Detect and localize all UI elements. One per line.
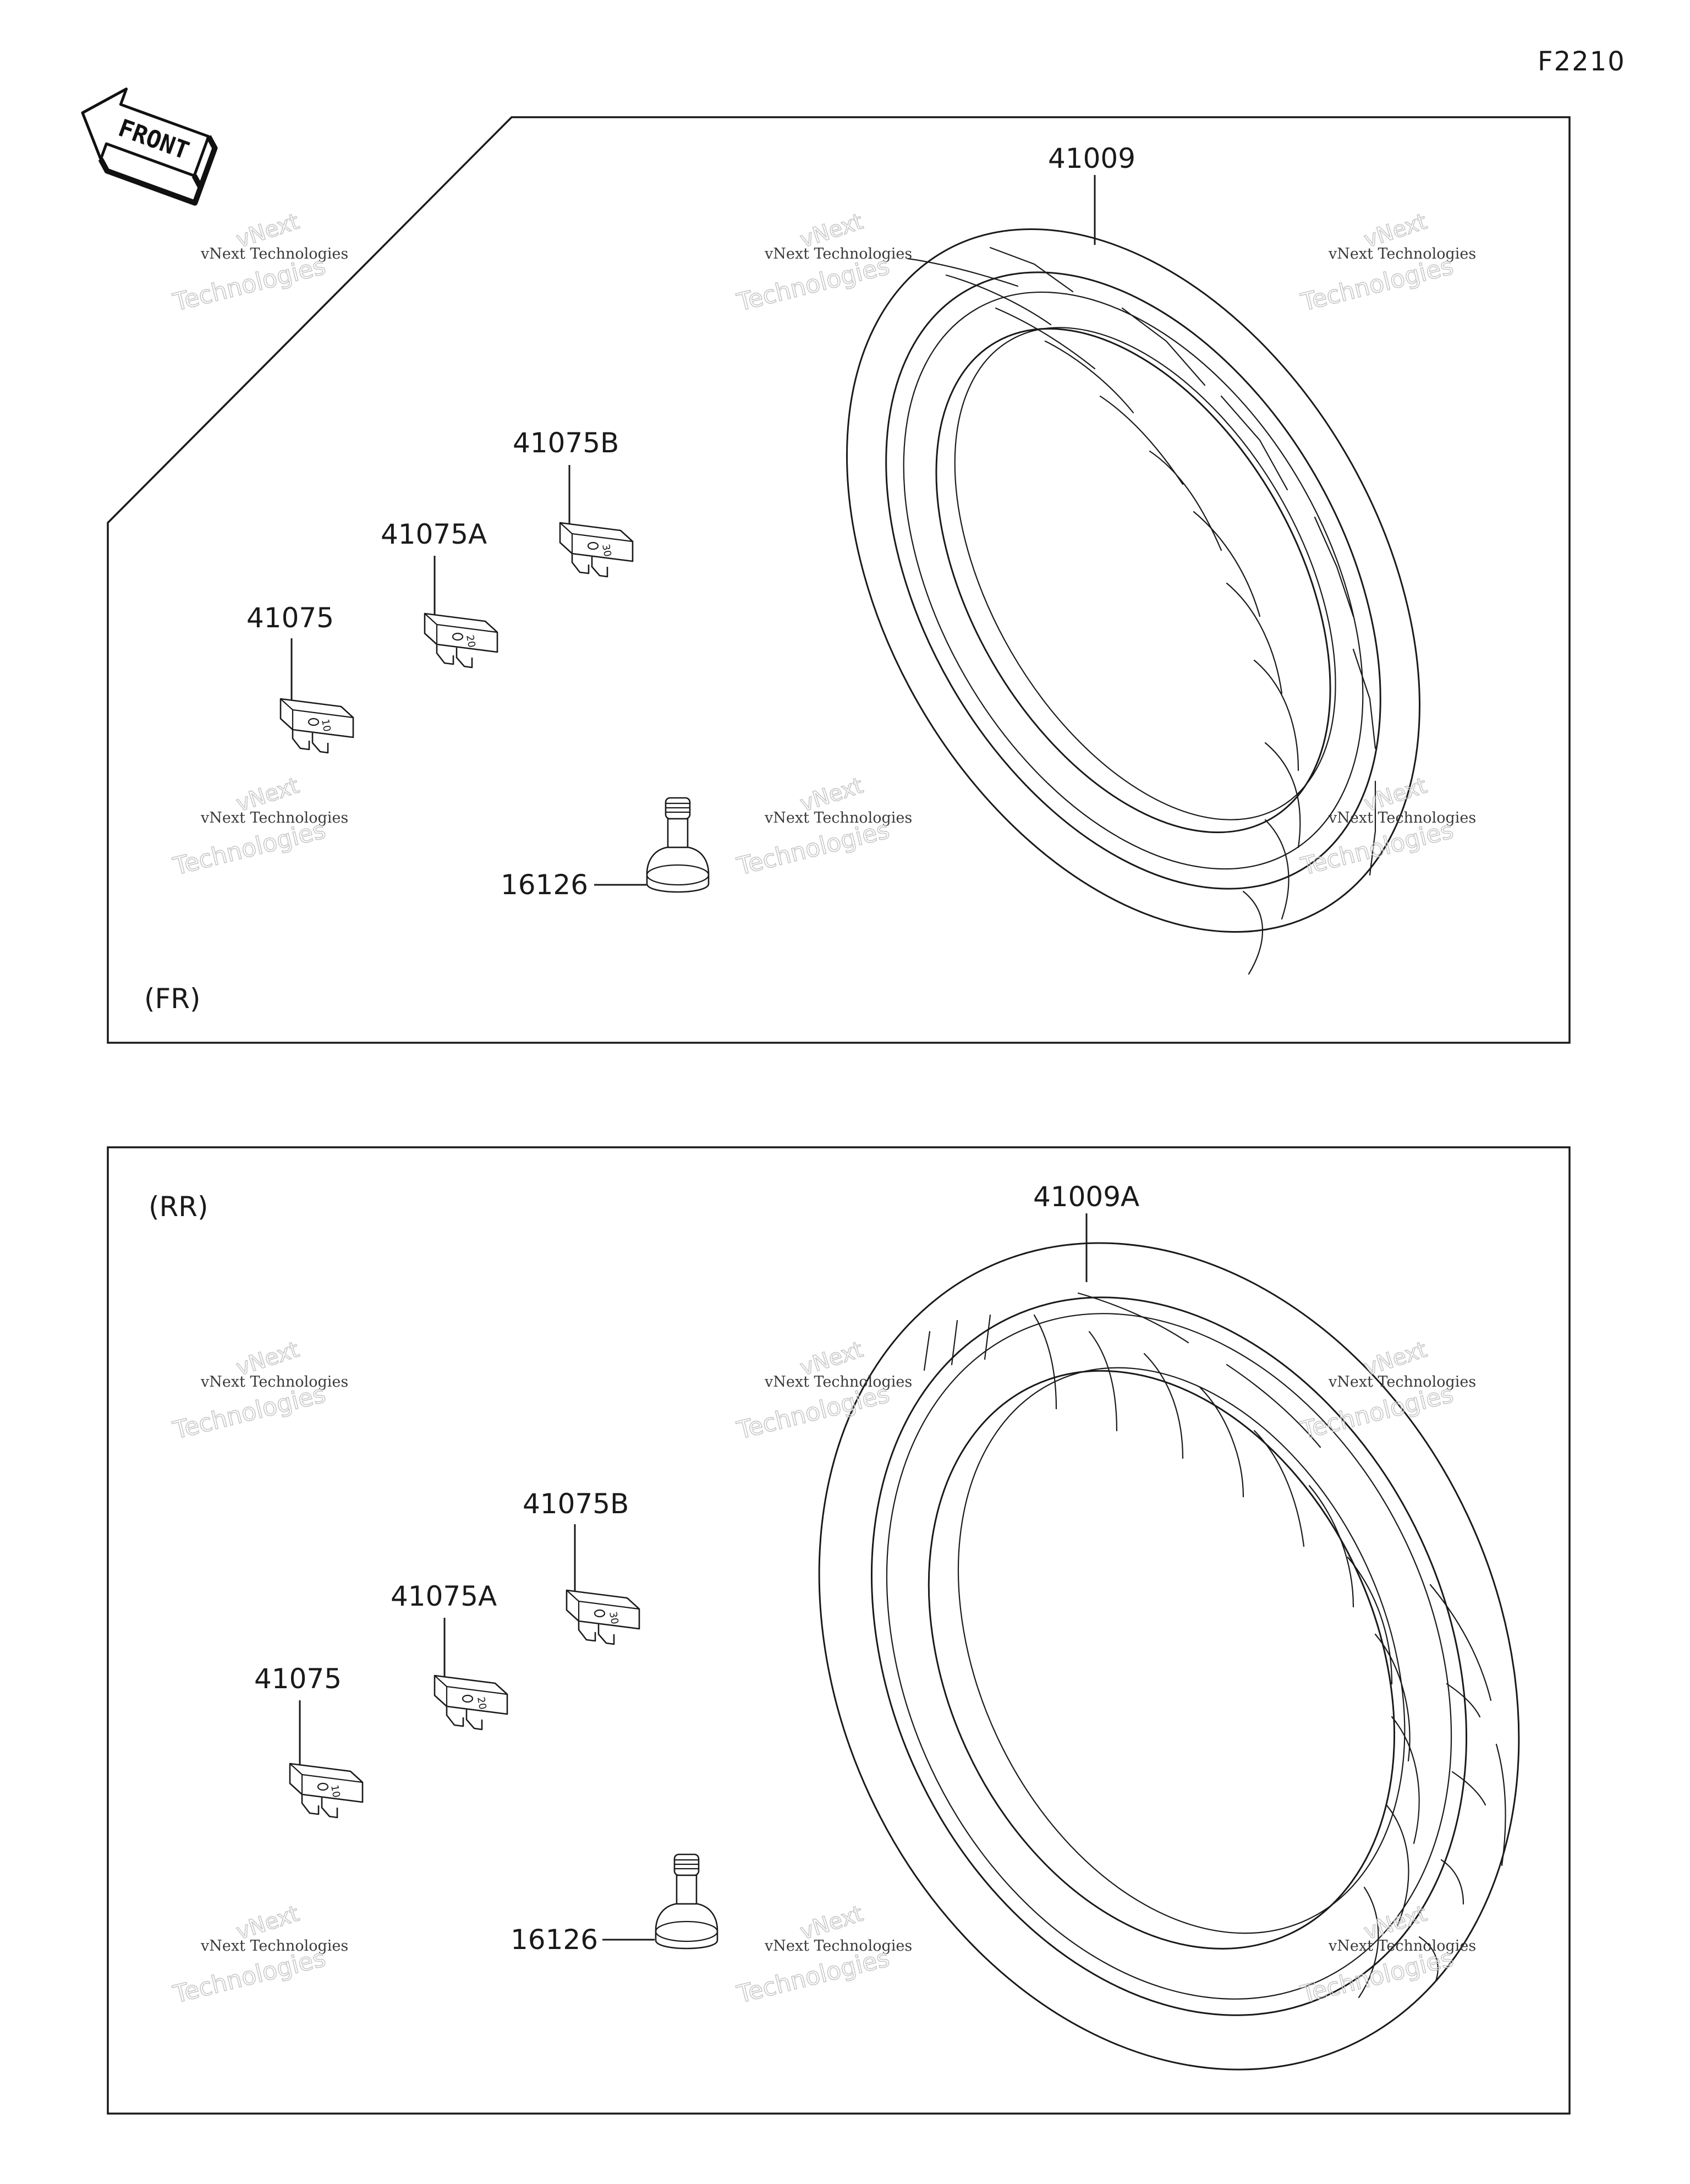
rear-weight-41075B-label: 41075B bbox=[523, 1488, 629, 1520]
svg-text:vNext Technologies: vNext Technologies bbox=[200, 809, 348, 826]
rear-tire-tread bbox=[923, 1292, 1506, 1999]
watermark: vNext vNext Technologies Technologies bbox=[1298, 209, 1477, 318]
svg-text:vNext Technologies: vNext Technologies bbox=[764, 1373, 912, 1391]
watermark: vNext vNext Technologies Technologies bbox=[170, 1901, 349, 2010]
rear-weight-41075: 41075 10 bbox=[254, 1663, 364, 1819]
rear-tire-part-number: 41009A bbox=[1033, 1181, 1139, 1213]
svg-text:vNext Technologies: vNext Technologies bbox=[764, 809, 912, 826]
svg-text:vNext Technologies: vNext Technologies bbox=[1328, 245, 1476, 262]
rear-valve-label: 16126 bbox=[511, 1924, 598, 1956]
rear-weight-41075-label: 41075 bbox=[254, 1663, 342, 1695]
watermark: vNext vNext Technologies Technologies bbox=[734, 209, 913, 318]
svg-text:vNext Technologies: vNext Technologies bbox=[764, 245, 912, 262]
watermark: vNext vNext Technologies Technologies bbox=[1298, 1901, 1477, 2010]
rear-panel-tag: (RR) bbox=[149, 1191, 208, 1223]
svg-text:vNext Technologies: vNext Technologies bbox=[200, 245, 348, 262]
front-weight-41075A-label: 41075A bbox=[381, 518, 487, 550]
front-weight-10-mark: 10 bbox=[319, 718, 333, 732]
rear-valve-16126: 16126 bbox=[511, 1853, 718, 1956]
rear-panel: (RR) bbox=[107, 1146, 1571, 2115]
front-panel: (FR) bbox=[107, 116, 1571, 1044]
rear-weight-20-mark: 20 bbox=[475, 1696, 489, 1710]
front-valve-16126: 16126 bbox=[501, 797, 710, 901]
svg-text:vNext Technologies: vNext Technologies bbox=[200, 1937, 348, 1955]
front-panel-frame bbox=[107, 116, 1571, 1044]
rear-weight-41075A: 41075A 20 bbox=[391, 1580, 508, 1731]
front-weight-41075A: 41075A 20 bbox=[381, 518, 498, 669]
rear-weight-41075A-label: 41075A bbox=[391, 1580, 497, 1612]
watermark: vNext vNext Technologies Technologies bbox=[170, 773, 349, 882]
front-tire-tread bbox=[907, 247, 1376, 975]
watermark: vNext vNext Technologies Technologies bbox=[734, 1901, 913, 2010]
svg-text:vNext Technologies: vNext Technologies bbox=[200, 1373, 348, 1391]
watermarks: vNext vNext Technologies Technologies vN… bbox=[170, 209, 1477, 2010]
svg-text:vNext Technologies: vNext Technologies bbox=[1328, 809, 1476, 826]
front-weight-30-mark: 30 bbox=[600, 543, 613, 557]
svg-text:vNext Technologies: vNext Technologies bbox=[1328, 1373, 1476, 1391]
svg-text:vNext Technologies: vNext Technologies bbox=[764, 1937, 912, 1955]
front-valve-label: 16126 bbox=[501, 869, 588, 901]
watermark: vNext vNext Technologies Technologies bbox=[1298, 773, 1477, 882]
watermark: vNext vNext Technologies Technologies bbox=[734, 773, 913, 882]
front-weight-20-mark: 20 bbox=[464, 634, 478, 648]
rear-weight-41075B: 41075B 30 bbox=[523, 1488, 640, 1645]
front-arrow-icon: FRONT bbox=[81, 87, 218, 206]
front-weight-41075-label: 41075 bbox=[246, 602, 334, 634]
figure-id: F2210 bbox=[1538, 46, 1626, 77]
front-weight-41075B: 41075B 30 bbox=[513, 427, 634, 578]
front-tire-part-number: 41009 bbox=[1048, 143, 1135, 174]
front-tire: 41009 bbox=[846, 143, 1420, 975]
rear-panel-frame bbox=[107, 1146, 1571, 2115]
watermark: vNext vNext Technologies Technologies bbox=[170, 1337, 349, 1446]
watermark: vNext vNext Technologies Technologies bbox=[170, 209, 349, 318]
svg-text:vNext Technologies: vNext Technologies bbox=[1328, 1937, 1476, 1955]
rear-weight-30-mark: 30 bbox=[607, 1611, 621, 1625]
front-weight-41075B-label: 41075B bbox=[513, 427, 619, 459]
rear-tire: 41009A bbox=[818, 1181, 1520, 2071]
rear-weight-10-mark: 10 bbox=[328, 1784, 342, 1798]
front-panel-tag: (FR) bbox=[144, 983, 201, 1015]
front-weight-41075: 41075 10 bbox=[246, 602, 354, 754]
